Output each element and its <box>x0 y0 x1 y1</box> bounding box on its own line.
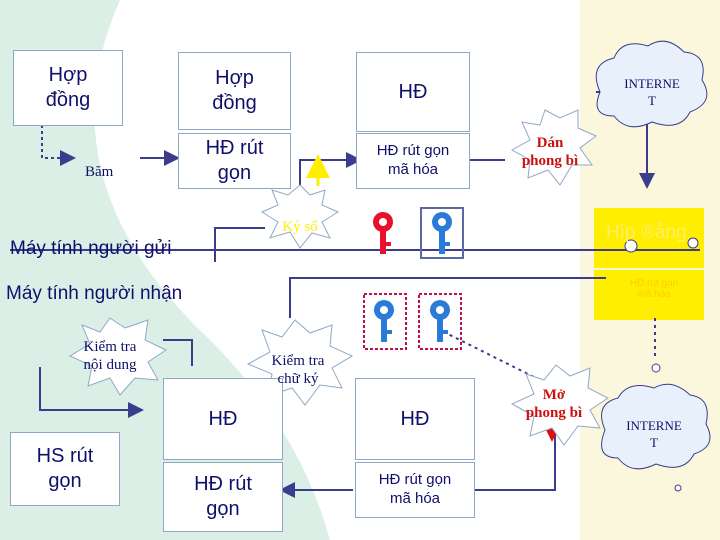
contract-box-1: Hợp đồng <box>13 50 123 126</box>
hd-summary-box-top: HĐ rút gọn <box>178 133 291 189</box>
internet-bottom-label: INTERNE T <box>626 418 682 450</box>
envelope-box-label: Hîp ®ång <box>606 222 687 243</box>
sender-pc-label: Máy tính người gửi <box>10 238 172 259</box>
digital-sign-label: Ký số <box>282 219 318 235</box>
sign-to-encrypted-arrow <box>299 152 362 195</box>
envelope-handle-circle <box>624 239 638 253</box>
hd-box-bottom-2: HĐ <box>355 378 475 460</box>
hd-box-top: HĐ <box>356 52 470 132</box>
check-signature-label: Kiểm tra chữ ký <box>271 353 325 387</box>
hd-encrypted-box-top: HĐ rút gọn mã hóa <box>356 133 470 189</box>
open-envelope-dashed <box>439 329 541 381</box>
internet-top-label: INTERNE T <box>624 76 680 108</box>
content-to-hs-arrow <box>39 367 144 418</box>
open-envelope-burst <box>510 364 609 446</box>
envelope-handle-circle-2 <box>687 237 699 249</box>
content-connector <box>163 339 193 366</box>
envelope-background <box>594 208 704 268</box>
connector-dot <box>651 363 661 373</box>
digital-sign-burst <box>260 184 340 249</box>
envelope-return-line <box>289 277 606 297</box>
hs-summary-box: HS rút gọn <box>10 432 120 506</box>
key-frame-bottom-2 <box>418 293 462 350</box>
sign-left-line <box>214 227 265 262</box>
check-content-burst <box>68 317 168 396</box>
open-envelope-label: Mở phong bì <box>525 387 583 421</box>
private-key-icon <box>373 212 393 254</box>
private-key-icon-receiver <box>430 300 450 342</box>
hd-encrypted-box-bottom: HĐ rút gọn mã hóa <box>355 462 475 518</box>
internet-cloud-bottom <box>601 383 711 470</box>
cloud-dot <box>674 484 682 492</box>
hd-box-bottom-1: HĐ <box>163 378 283 460</box>
internet-cloud-top <box>595 40 708 128</box>
envelope-inner-background <box>594 270 704 320</box>
seal-envelope-burst <box>510 109 597 186</box>
key-frame-top <box>420 207 464 259</box>
envelope-inner-label: HĐ rút gọn mã hóa <box>629 278 679 300</box>
contract-box-2: Hợp đồng <box>178 52 291 130</box>
public-key-icon <box>432 212 452 254</box>
contract-to-hash-arrow <box>41 125 76 166</box>
public-key-icon-receiver <box>374 300 394 342</box>
hd-summary-box-bottom: HĐ rút gọn <box>163 462 283 532</box>
receiver-pc-label: Máy tính người nhận <box>6 283 183 304</box>
hash-label: Băm <box>85 164 114 180</box>
check-content-label: Kiểm tra nội dung <box>83 339 137 373</box>
key-frame-bottom-1 <box>363 293 407 350</box>
seal-envelope-label: Dán phong bì <box>521 135 579 169</box>
